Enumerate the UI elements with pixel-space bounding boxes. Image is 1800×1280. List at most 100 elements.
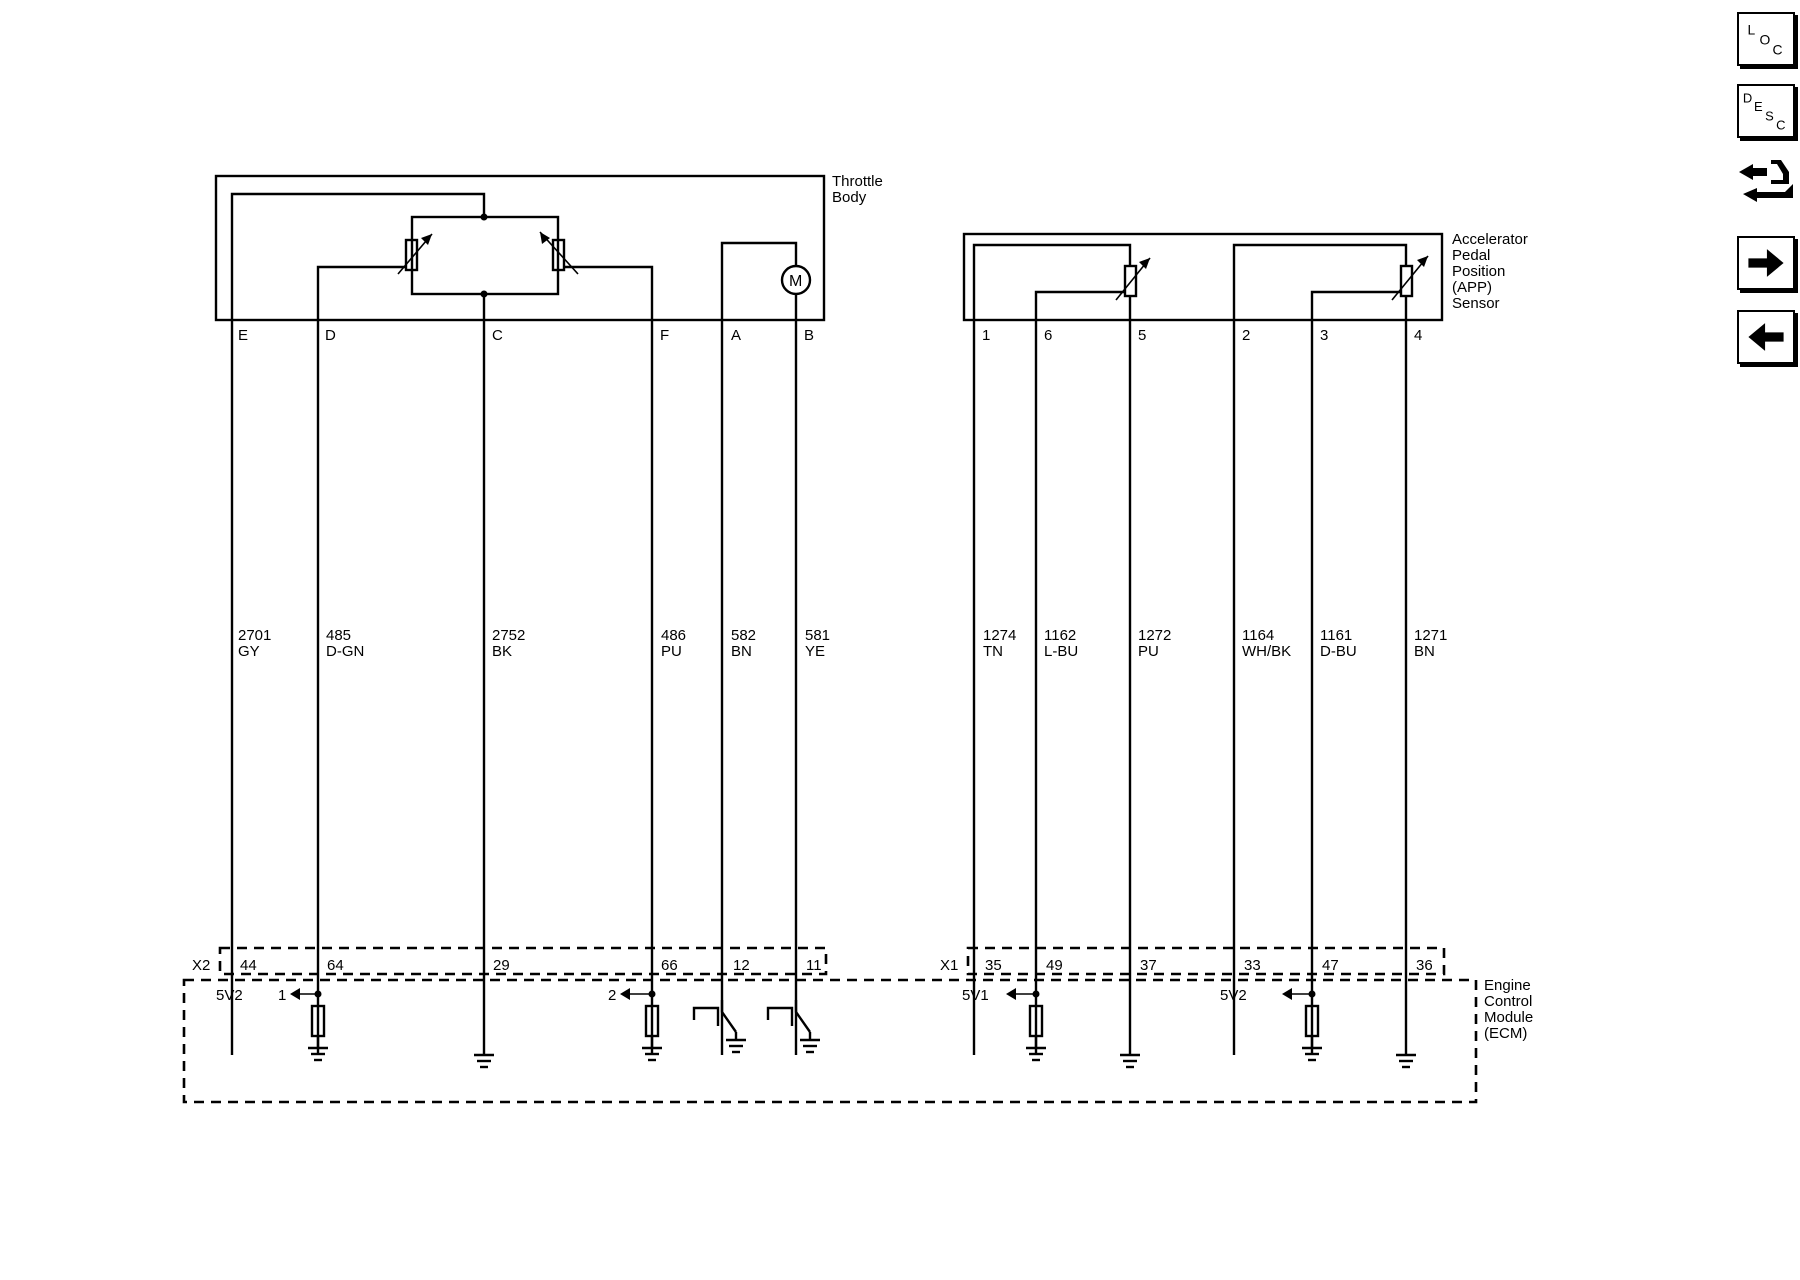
- desc-letter: E: [1754, 99, 1763, 114]
- circuit-number: 2701: [238, 627, 271, 644]
- previous-page-button[interactable]: [1737, 310, 1795, 364]
- app-label-line3: Position: [1452, 263, 1505, 280]
- app1-potentiometer: [1115, 257, 1151, 301]
- ecm-pin: 49: [1046, 957, 1063, 974]
- ecm-label-line2: Control: [1484, 993, 1532, 1010]
- ecm: X2 X1 Engine Control Module (ECM): [182, 946, 1533, 1104]
- app-sensor-outline: [962, 232, 1444, 322]
- connector-x2-outline: [218, 946, 828, 976]
- ecm-pin: 66: [661, 957, 678, 974]
- throttle-body-label-line1: Throttle: [832, 173, 883, 190]
- tps-bridge: [410, 215, 560, 296]
- ecm-pin: 36: [1416, 957, 1433, 974]
- arrow-left-icon: [1748, 323, 1784, 351]
- ecm-signal-1-label: 1: [278, 987, 286, 1004]
- ground-icon: [642, 1046, 662, 1062]
- pin-f: F: [660, 327, 669, 344]
- wire-color: BN: [1414, 643, 1435, 660]
- wire-color: BN: [731, 643, 752, 660]
- ground-icon: [308, 1046, 328, 1062]
- app-pin-3: 3: [1320, 327, 1328, 344]
- wire-color: L-BU: [1044, 643, 1078, 660]
- circuit-6-internal: [1034, 290, 1125, 1055]
- app-pin-4: 4: [1414, 327, 1422, 344]
- circuit-2-internal: [1232, 243, 1408, 1055]
- pin-c: C: [492, 327, 503, 344]
- app-label-line2: Pedal: [1452, 247, 1490, 264]
- wire-color: D-BU: [1320, 643, 1357, 660]
- location-button[interactable]: L O C: [1737, 12, 1795, 66]
- wire-color: WH/BK: [1242, 643, 1291, 660]
- ecm-signal-2-label: 2: [608, 987, 616, 1004]
- ecm-pin: 11: [806, 957, 822, 974]
- circuit-a-internal: [720, 241, 798, 1055]
- ecm-pin: 29: [493, 957, 510, 974]
- connector-x1-outline: [966, 946, 1446, 976]
- app-sensor: Accelerator Pedal Position (APP) Sensor: [962, 231, 1528, 1055]
- connector-x2-label: X2: [192, 957, 210, 974]
- loc-letter: L: [1747, 21, 1755, 37]
- app2-potentiometer: [1391, 255, 1429, 301]
- app-label-line5: Sensor: [1452, 295, 1500, 312]
- motor-label: M: [789, 273, 802, 290]
- throttle-body-label-line2: Body: [832, 189, 867, 206]
- ecm-pin: 37: [1140, 957, 1157, 974]
- arrow-right-icon: [1748, 249, 1784, 277]
- circuit-number: 582: [731, 627, 756, 644]
- circuit-number: 485: [326, 627, 351, 644]
- ground-icon: [800, 1038, 820, 1054]
- desc-letter: D: [1743, 91, 1752, 106]
- circuit-number: 2752: [492, 627, 525, 644]
- loc-letter: C: [1772, 42, 1782, 58]
- ecm-pin: 64: [327, 957, 344, 974]
- connector-icon: [1739, 160, 1793, 202]
- wire-color: TN: [983, 643, 1003, 660]
- app-pin-2: 2: [1242, 327, 1250, 344]
- circuit-e-internal: [230, 192, 486, 1055]
- ground-icon: [726, 1038, 746, 1054]
- next-page-button[interactable]: [1737, 236, 1795, 290]
- signal-arrow-icon: [1282, 988, 1292, 1000]
- throttle-body-outline: [214, 174, 826, 322]
- description-button[interactable]: D E S C: [1737, 84, 1795, 138]
- pin-d: D: [325, 327, 336, 344]
- app-label-line1: Accelerator: [1452, 231, 1528, 248]
- ecm-internal-circuitry: [290, 988, 1416, 1069]
- ecm-5v2-app-label: 5V2: [1220, 987, 1247, 1004]
- ecm-outline: [182, 978, 1478, 1104]
- desc-letter: C: [1776, 118, 1785, 133]
- circuit-f-internal: [564, 265, 654, 1055]
- app-pin-5: 5: [1138, 327, 1146, 344]
- ecm-pin: 12: [733, 957, 750, 974]
- app-label-line4: (APP): [1452, 279, 1492, 296]
- app-pin-6: 6: [1044, 327, 1052, 344]
- connector-end-view-button[interactable]: [1737, 154, 1795, 208]
- motor-switch-a: [720, 1000, 737, 1033]
- wire-color: PU: [661, 643, 682, 660]
- circuit-number: 1161: [1320, 627, 1352, 644]
- circuit-number: 581: [805, 627, 830, 644]
- ecm-pin: 47: [1322, 957, 1339, 974]
- pin-b: B: [804, 327, 814, 344]
- switch-actuator-icon: [692, 1006, 720, 1026]
- circuit-d-internal: [316, 265, 406, 1055]
- signal-arrow-icon: [620, 988, 630, 1000]
- ecm-pin: 35: [985, 957, 1002, 974]
- ecm-label-line4: (ECM): [1484, 1025, 1527, 1042]
- ecm-5v2-label: 5V2: [216, 987, 243, 1004]
- pin-e: E: [238, 327, 248, 344]
- connector-x1-label: X1: [940, 957, 958, 974]
- ecm-label-line1: Engine: [1484, 977, 1531, 994]
- circuit-number: 1162: [1044, 627, 1076, 644]
- motor-switch-b: [794, 1000, 811, 1033]
- ground-icon: [1026, 1046, 1046, 1062]
- loc-letter: O: [1760, 32, 1771, 48]
- circuit-3-internal: [1310, 290, 1401, 1055]
- signal-arrow-icon: [1006, 988, 1016, 1000]
- circuit-number: 1274: [983, 627, 1016, 644]
- ground-icon: [1302, 1046, 1322, 1062]
- throttle-body: Throttle Body M: [214, 173, 883, 1055]
- wire-color: D-GN: [326, 643, 364, 660]
- circuit-number: 486: [661, 627, 686, 644]
